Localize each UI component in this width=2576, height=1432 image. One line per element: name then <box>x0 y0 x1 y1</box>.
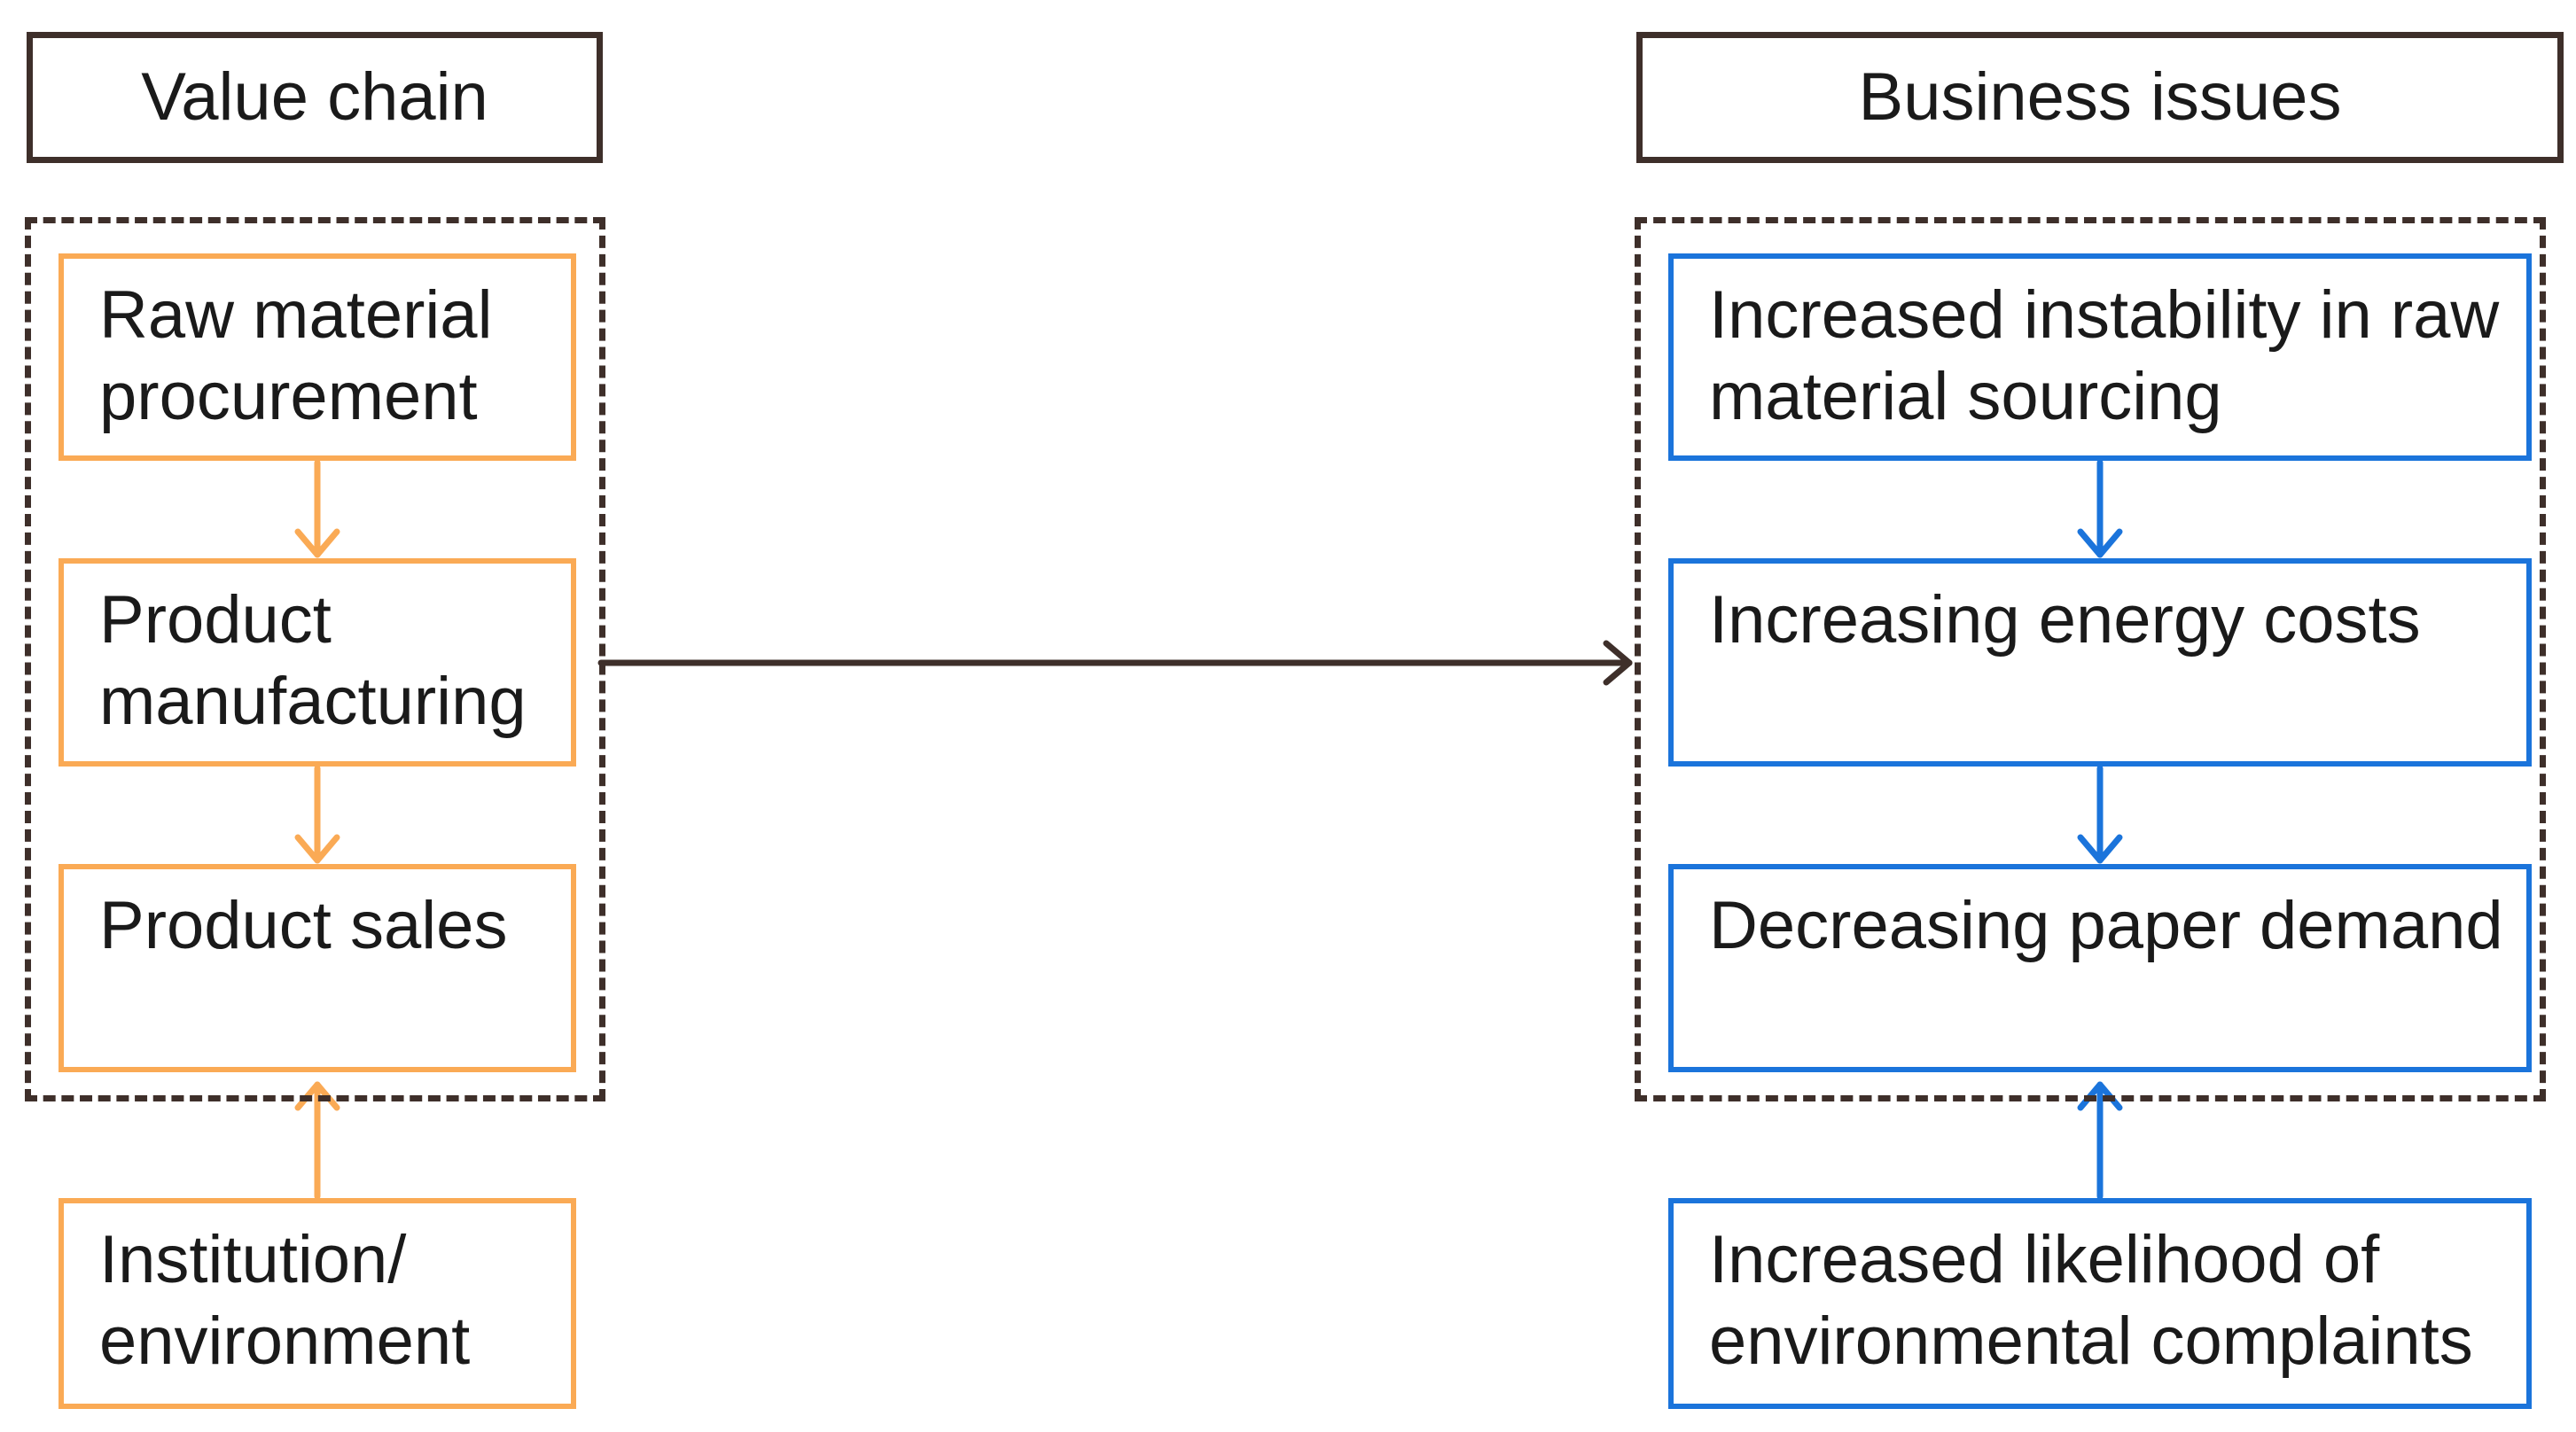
node-environmental-complaints: Increased likelihood of environmental co… <box>1668 1198 2532 1409</box>
node-label-line: manufacturing <box>99 664 527 739</box>
node-raw-material-instability: Increased instability in raw material so… <box>1668 253 2532 461</box>
value-chain-title: Value chain <box>141 59 488 135</box>
business-issues-title: Business issues <box>1858 59 2342 135</box>
node-decreasing-paper-demand: Decreasing paper demand <box>1668 864 2532 1072</box>
node-label-line: Increased instability in raw <box>1709 277 2500 353</box>
business-issues-header: Business issues <box>1636 32 2564 163</box>
node-label-line: environmental complaints <box>1709 1304 2473 1379</box>
node-label-line: Product <box>99 582 332 658</box>
node-product-sales: Product sales <box>59 864 576 1072</box>
node-increasing-energy-costs: Increasing energy costs <box>1668 558 2532 767</box>
node-institution-environment: Institution/ environment <box>59 1198 576 1409</box>
node-raw-material-procurement: Raw material procurement <box>59 253 576 461</box>
node-product-manufacturing: Product manufacturing <box>59 558 576 767</box>
node-label-line: Increased likelihood of <box>1709 1222 2380 1297</box>
node-label-line: Raw material <box>99 277 493 353</box>
value-chain-group-border <box>25 217 605 1101</box>
node-label-line: Decreasing paper demand <box>1709 888 2503 963</box>
node-label-line: environment <box>99 1304 471 1379</box>
value-chain-header: Value chain <box>27 32 603 163</box>
node-label-line: Increasing energy costs <box>1709 582 2421 658</box>
node-label-line: Institution/ <box>99 1222 407 1297</box>
node-label-line: Product sales <box>99 888 508 963</box>
node-label-line: procurement <box>99 359 478 434</box>
business-issues-group-border <box>1635 217 2546 1101</box>
node-label-line: material sourcing <box>1709 359 2222 434</box>
